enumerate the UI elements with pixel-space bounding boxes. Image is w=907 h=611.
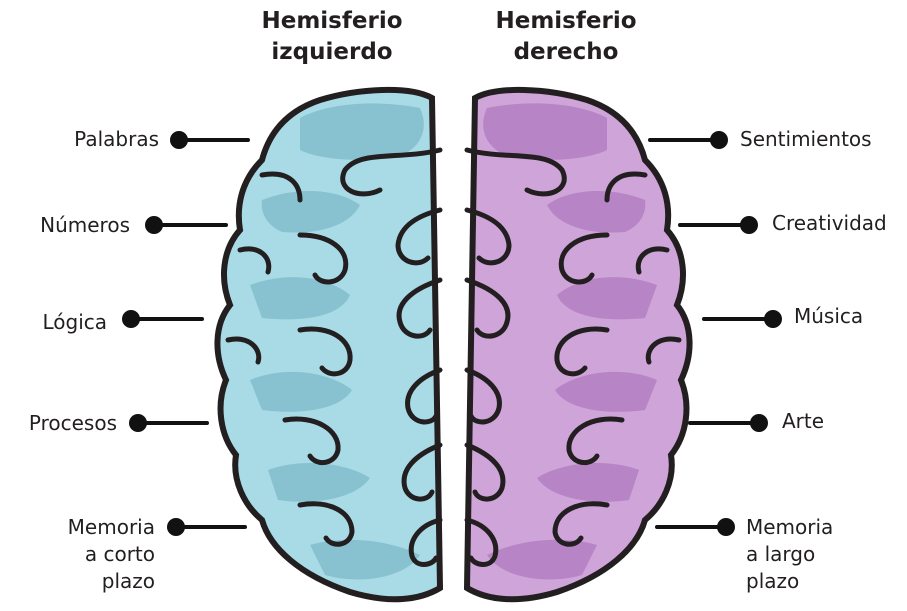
left-connector-line-palabras bbox=[180, 138, 250, 142]
right-connector-dot-musica bbox=[764, 310, 782, 328]
right-connector-dot-arte bbox=[750, 414, 768, 432]
right-connector-line-memoria-largo bbox=[655, 525, 725, 529]
left-connector-line-logica bbox=[132, 317, 204, 321]
left-label-numeros: Números bbox=[40, 212, 130, 239]
left-brain-shade bbox=[300, 103, 424, 160]
right-connector-dot-memoria-largo bbox=[717, 518, 735, 536]
left-label-procesos: Procesos bbox=[29, 410, 117, 437]
right-connector-line-musica bbox=[702, 317, 772, 321]
left-hemisphere bbox=[217, 90, 440, 599]
left-connector-line-memoria-corto bbox=[177, 525, 247, 529]
right-label-arte: Arte bbox=[782, 408, 824, 435]
left-connector-line-procesos bbox=[139, 421, 209, 425]
left-label-memoria-corto: Memoria a corto plazo bbox=[68, 514, 155, 595]
right-label-creatividad: Creatividad bbox=[772, 210, 887, 237]
right-connector-line-arte bbox=[688, 421, 758, 425]
right-label-sentimientos: Sentimientos bbox=[740, 126, 872, 153]
left-label-logica: Lógica bbox=[42, 309, 107, 336]
left-connector-line-numeros bbox=[155, 223, 228, 227]
right-connector-dot-creatividad bbox=[740, 216, 758, 234]
right-connector-dot-sentimientos bbox=[710, 131, 728, 149]
right-connector-line-sentimientos bbox=[648, 138, 718, 142]
right-connector-line-creatividad bbox=[678, 223, 748, 227]
right-label-musica: Música bbox=[794, 303, 863, 330]
left-label-palabras: Palabras bbox=[74, 126, 159, 153]
right-brain-shade bbox=[483, 103, 607, 160]
right-hemisphere bbox=[467, 90, 690, 599]
right-label-memoria-largo: Memoria a largo plazo bbox=[746, 514, 833, 595]
